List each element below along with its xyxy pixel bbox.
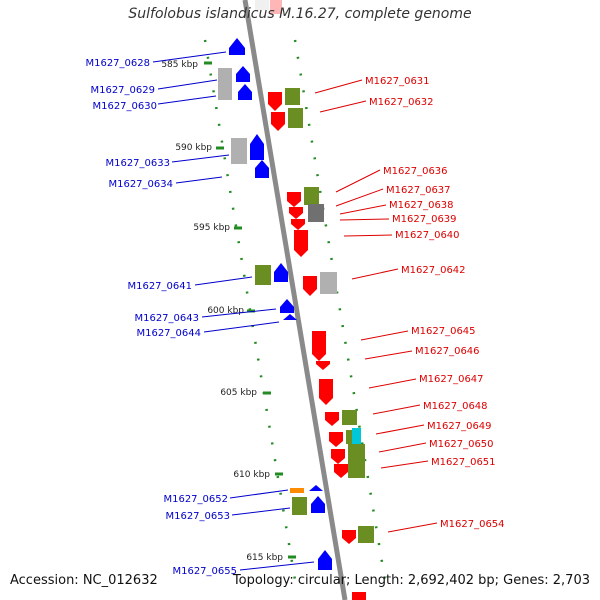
gene-label-right[interactable]: M1627_0638 — [389, 200, 454, 211]
gene-feature[interactable] — [348, 444, 365, 478]
gene-feature[interactable] — [218, 68, 232, 100]
gene-label-left[interactable]: M1627_0633 — [105, 158, 170, 169]
tick-label-610: 610 kbp — [233, 470, 270, 480]
gene-label-right[interactable]: M1627_0639 — [392, 214, 457, 225]
gene-feature[interactable] — [290, 488, 304, 493]
gene-label-right[interactable]: M1627_0645 — [411, 326, 476, 337]
gene-label-right[interactable]: M1627_0640 — [395, 230, 460, 241]
gene-feature[interactable] — [255, 265, 271, 285]
gene-label-left[interactable]: M1627_0641 — [127, 281, 192, 292]
gene-feature[interactable] — [270, 0, 282, 14]
gene-label-right[interactable]: M1627_0642 — [401, 265, 466, 276]
gene-label-left[interactable]: M1627_0629 — [90, 85, 155, 96]
gene-feature[interactable] — [309, 485, 323, 491]
gene-label-left[interactable]: M1627_0630 — [92, 101, 157, 112]
gene-feature[interactable] — [304, 187, 319, 205]
leader-lines-right — [314, 79, 438, 533]
gene-label-right[interactable]: M1627_0649 — [427, 421, 492, 432]
gene-feature[interactable] — [303, 276, 317, 296]
gene-feature[interactable] — [250, 134, 264, 160]
gene-feature[interactable] — [285, 88, 300, 105]
gene-feature[interactable] — [312, 331, 326, 361]
gene-label-left[interactable]: M1627_0653 — [165, 511, 230, 522]
gene-feature[interactable] — [238, 84, 252, 100]
gene-feature[interactable] — [334, 464, 348, 478]
gene-feature[interactable] — [294, 230, 308, 257]
gene-feature[interactable] — [320, 272, 337, 294]
gene-label-right[interactable]: M1627_0654 — [440, 519, 505, 530]
gene-feature[interactable] — [255, 0, 269, 10]
gene-feature[interactable] — [319, 379, 333, 405]
gene-label-left[interactable]: M1627_0655 — [172, 566, 237, 577]
gene-feature[interactable] — [325, 412, 339, 426]
gene-label-left[interactable]: M1627_0628 — [85, 58, 150, 69]
gene-feature[interactable] — [287, 192, 301, 207]
gene-label-right[interactable]: M1627_0637 — [386, 185, 451, 196]
gene-label-right[interactable]: M1627_0631 — [365, 76, 430, 87]
gene-feature[interactable] — [289, 207, 303, 219]
gene-label-left[interactable]: M1627_0644 — [136, 328, 201, 339]
accession-text: Accession: NC_012632 — [10, 573, 158, 588]
tick-label-600: 600 kbp — [207, 306, 244, 316]
gene-feature[interactable] — [255, 160, 269, 178]
gene-feature[interactable] — [352, 428, 361, 444]
gene-label-left[interactable]: M1627_0634 — [108, 179, 173, 190]
gene-feature[interactable] — [229, 38, 245, 55]
gene-label-right[interactable]: M1627_0636 — [383, 166, 448, 177]
genome-backbone — [242, 0, 348, 600]
tick-label-595: 595 kbp — [193, 223, 230, 233]
tick-label-605: 605 kbp — [220, 388, 257, 398]
gene-feature[interactable] — [342, 530, 356, 544]
tick-label-585: 585 kbp — [161, 60, 198, 70]
gene-feature[interactable] — [288, 108, 303, 128]
gene-feature[interactable] — [329, 432, 343, 447]
gene-feature[interactable] — [231, 138, 247, 164]
tick-label-590: 590 kbp — [175, 143, 212, 153]
gene-label-right[interactable]: M1627_0646 — [415, 346, 480, 357]
gene-feature[interactable] — [342, 410, 357, 425]
gene-feature[interactable] — [283, 314, 297, 320]
tick-label-615: 615 kbp — [246, 553, 283, 563]
gene-label-left[interactable]: M1627_0643 — [134, 313, 199, 324]
gene-feature[interactable] — [331, 449, 345, 464]
gene-feature[interactable] — [318, 550, 332, 570]
gene-features — [218, 0, 374, 600]
gene-label-left[interactable]: M1627_0652 — [163, 494, 228, 505]
gene-label-right[interactable]: M1627_0647 — [419, 374, 484, 385]
map-title: Sulfolobus islandicus M.16.27, complete … — [128, 6, 472, 22]
gene-feature[interactable] — [358, 526, 374, 543]
leader-lines-left — [152, 51, 315, 571]
gene-feature[interactable] — [236, 66, 250, 82]
gene-label-right[interactable]: M1627_0632 — [369, 97, 434, 108]
gene-feature[interactable] — [271, 112, 285, 131]
gene-label-right[interactable]: M1627_0648 — [423, 401, 488, 412]
gene-label-right[interactable]: M1627_0651 — [431, 457, 496, 468]
gene-feature[interactable] — [292, 497, 307, 515]
gene-feature[interactable] — [311, 496, 325, 513]
gene-feature[interactable] — [274, 263, 288, 282]
genome-stats-text: Topology: circular; Length: 2,692,402 bp… — [232, 573, 590, 588]
gene-label-right[interactable]: M1627_0650 — [429, 439, 494, 450]
gene-feature[interactable] — [268, 92, 282, 111]
gene-feature[interactable] — [308, 204, 324, 222]
gene-feature[interactable] — [352, 592, 366, 600]
gene-feature[interactable] — [280, 299, 294, 313]
gene-feature[interactable] — [291, 219, 305, 230]
gene-feature[interactable] — [316, 361, 330, 370]
